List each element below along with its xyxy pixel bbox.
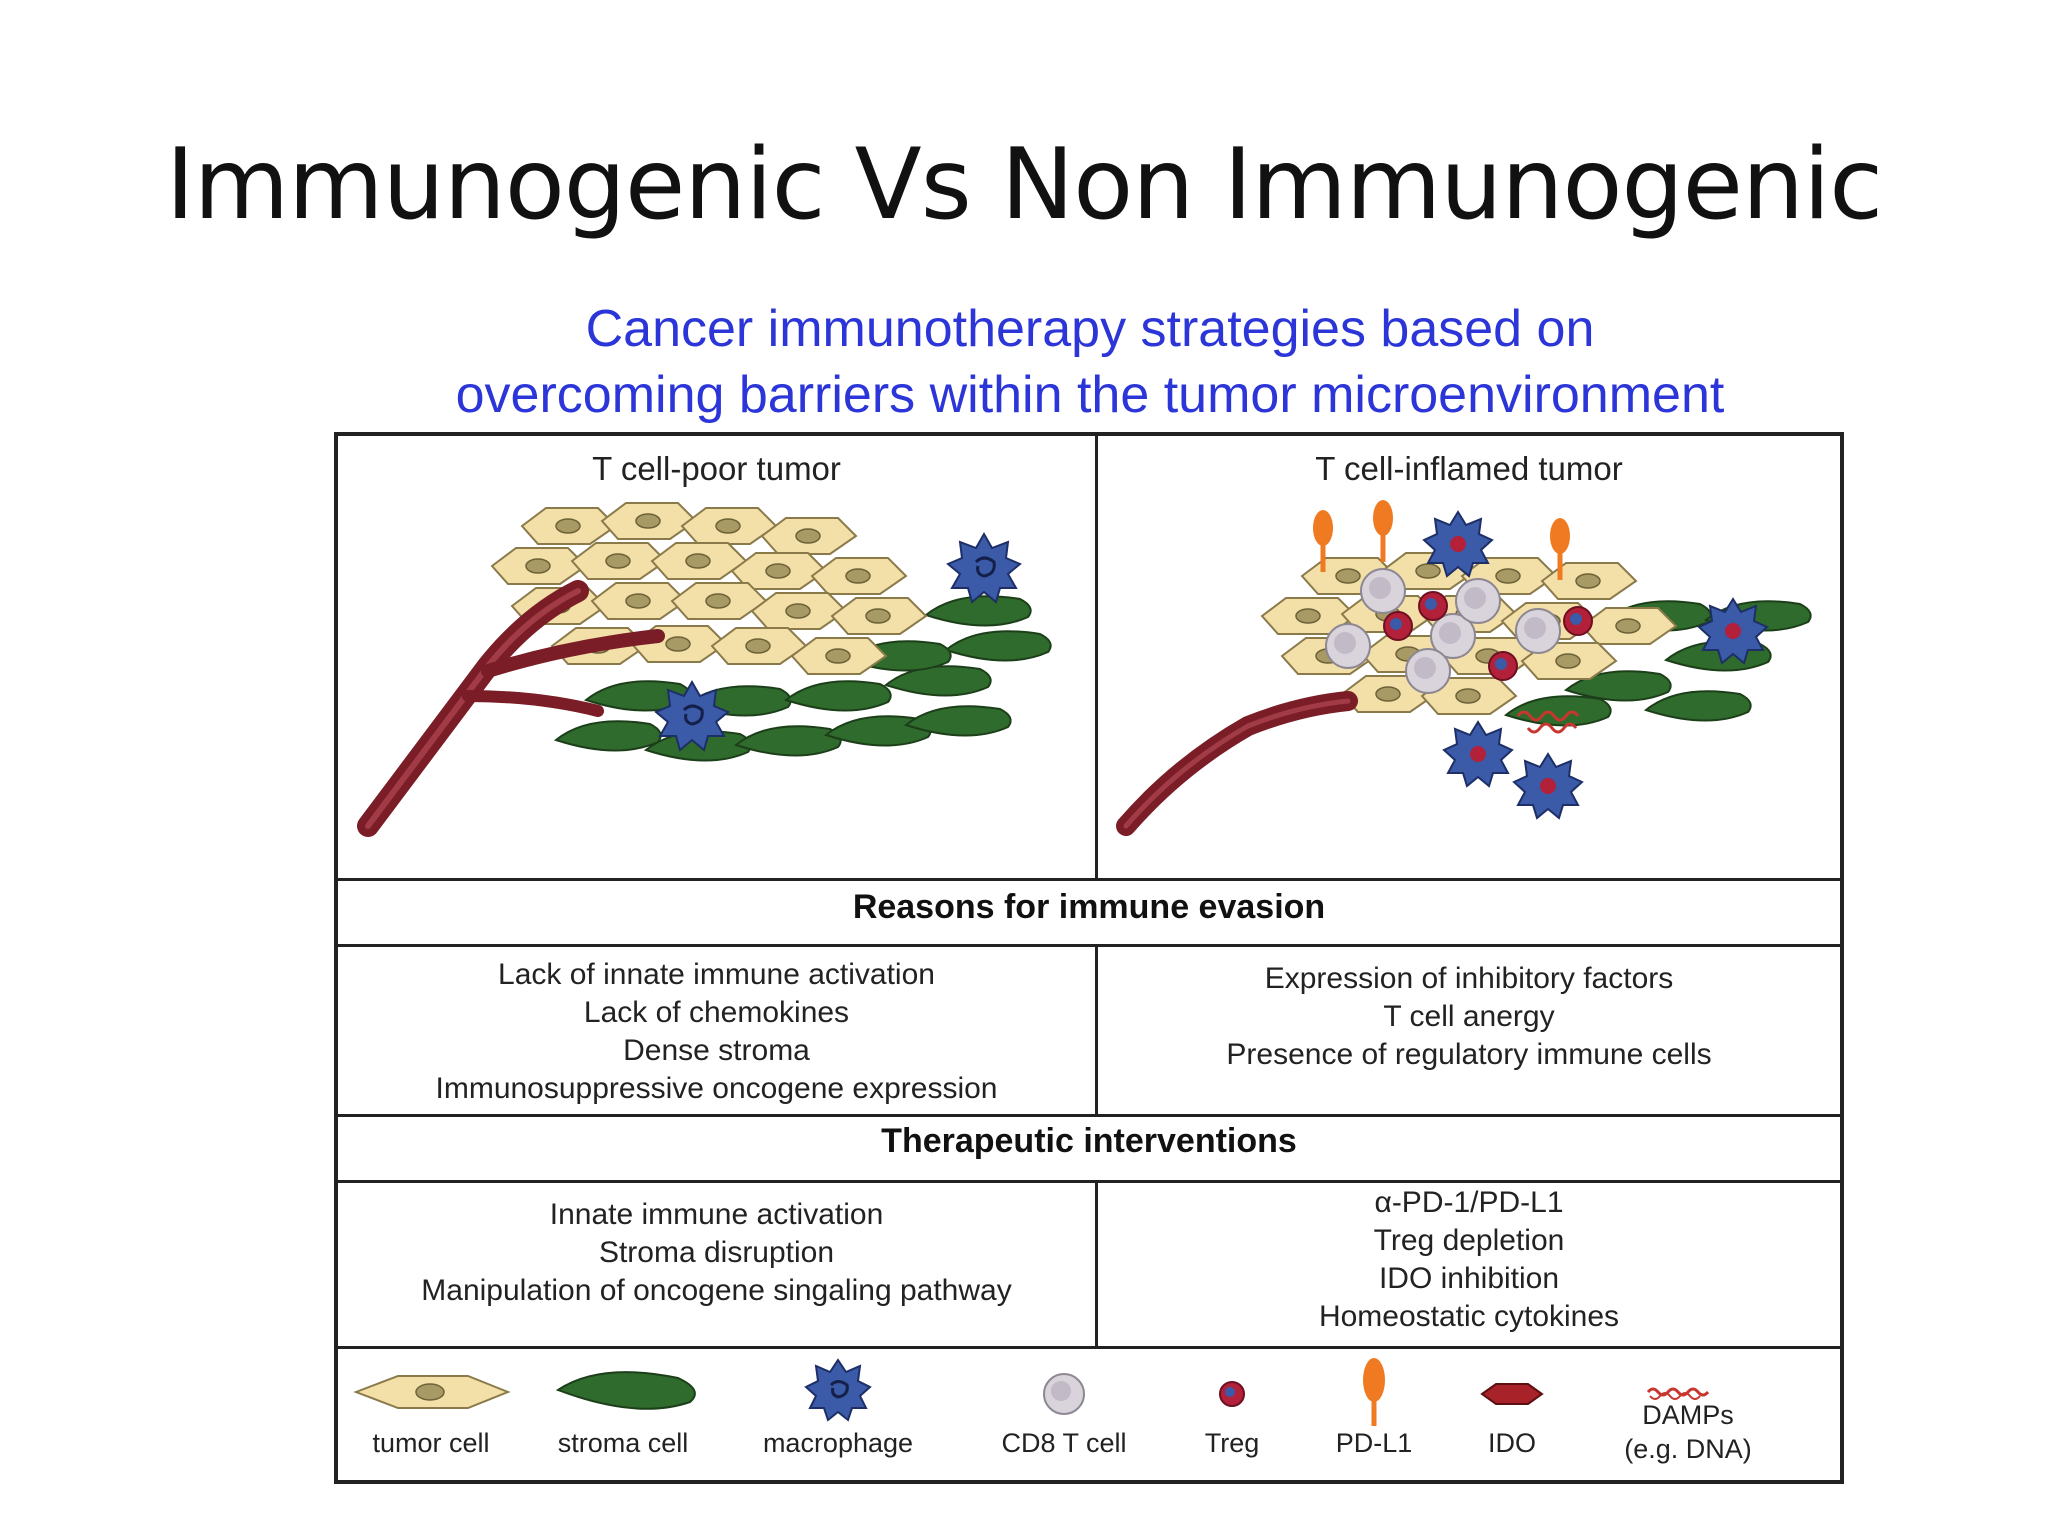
intervention-item: α-PD-1/PD-L1 — [1374, 1186, 1564, 1219]
reasons-t-cell-inflamed: Expression of inhibitory factors T cell … — [1098, 960, 1840, 1074]
reason-item: Lack of chemokines — [583, 996, 850, 1029]
divider-reasons-heading — [338, 944, 1840, 947]
legend-label-stroma-cell: stroma cell — [557, 1428, 689, 1458]
legend-label-damps-line-1: DAMPs — [1642, 1400, 1734, 1430]
legend-label-macrophage: macrophage — [762, 1428, 914, 1458]
legend-icons — [353, 1358, 1710, 1426]
legend-ido-icon — [1480, 1383, 1544, 1405]
figure-frame: T cell-poor tumor T cell-inflamed tumor — [334, 432, 1844, 1484]
legend-pdl1-icon — [1363, 1358, 1385, 1426]
interventions-heading: Therapeutic interventions — [881, 1122, 1297, 1160]
intervention-item: Stroma disruption — [598, 1236, 835, 1269]
t-cell-poor-tumor-illustration — [357, 502, 1052, 837]
divider-panels-vertical — [1095, 436, 1098, 878]
legend-label-damps: DAMPs (e.g. DNA) — [1608, 1398, 1768, 1466]
reason-item: Expression of inhibitory factors — [1264, 962, 1674, 995]
reason-item: Lack of innate immune activation — [498, 958, 935, 991]
panel-label-t-cell-inflamed: T cell-inflamed tumor — [1315, 450, 1623, 487]
figure-title-line-1: Cancer immunotherapy strategies based on — [585, 300, 1595, 358]
legend-label-treg: Treg — [1204, 1428, 1260, 1458]
legend-macrophage-icon — [804, 1358, 872, 1422]
divider-interventions-heading — [338, 1180, 1840, 1183]
divider-reasons-bottom — [338, 1114, 1840, 1117]
intervention-item: Treg depletion — [1373, 1224, 1565, 1257]
legend-label-ido: IDO — [1487, 1428, 1536, 1458]
legend-label-tumor-cell: tumor cell — [372, 1428, 490, 1458]
interventions-t-cell-poor: Innate immune activation Stroma disrupti… — [338, 1196, 1095, 1310]
interventions-t-cell-inflamed: α-PD-1/PD-L1 Treg depletion IDO inhibiti… — [1098, 1184, 1840, 1336]
intervention-item: Innate immune activation — [549, 1198, 884, 1231]
reason-item: Presence of regulatory immune cells — [1226, 1038, 1712, 1071]
divider-panels-bottom — [338, 878, 1840, 881]
figure-title-line-2: overcoming barriers within the tumor mic… — [455, 366, 1725, 424]
reasons-t-cell-poor: Lack of innate immune activation Lack of… — [338, 956, 1095, 1108]
legend-damps-icon — [1646, 1387, 1710, 1400]
legend-label-pdl1: PD-L1 — [1335, 1428, 1413, 1458]
reason-item: Dense stroma — [623, 1034, 810, 1067]
reason-item: T cell anergy — [1383, 1000, 1555, 1033]
panel-label-t-cell-poor: T cell-poor tumor — [592, 450, 841, 487]
t-cell-inflamed-tumor-illustration — [1116, 496, 1812, 836]
reason-item: Immunosuppressive oncogene expression — [435, 1072, 998, 1105]
legend-label-cd8-t-cell: CD8 T cell — [1001, 1428, 1127, 1458]
legend-label-damps-line-2: (e.g. DNA) — [1624, 1434, 1752, 1464]
legend-cd8-t-cell-icon — [1043, 1373, 1085, 1415]
reasons-heading: Reasons for immune evasion — [852, 888, 1326, 926]
slide-title: Immunogenic Vs Non Immunogenic — [165, 128, 1883, 242]
intervention-item: IDO inhibition — [1378, 1262, 1560, 1295]
divider-reasons-vertical — [1095, 944, 1098, 1114]
intervention-item: Manipulation of oncogene singaling pathw… — [421, 1274, 1012, 1307]
divider-interventions-bottom — [338, 1346, 1840, 1349]
divider-interventions-vertical — [1095, 1180, 1098, 1346]
legend-treg-icon — [1219, 1381, 1245, 1407]
legend-stroma-cell-icon — [555, 1371, 696, 1410]
legend-tumor-cell-icon — [353, 1375, 511, 1409]
intervention-item: Homeostatic cytokines — [1318, 1300, 1620, 1333]
